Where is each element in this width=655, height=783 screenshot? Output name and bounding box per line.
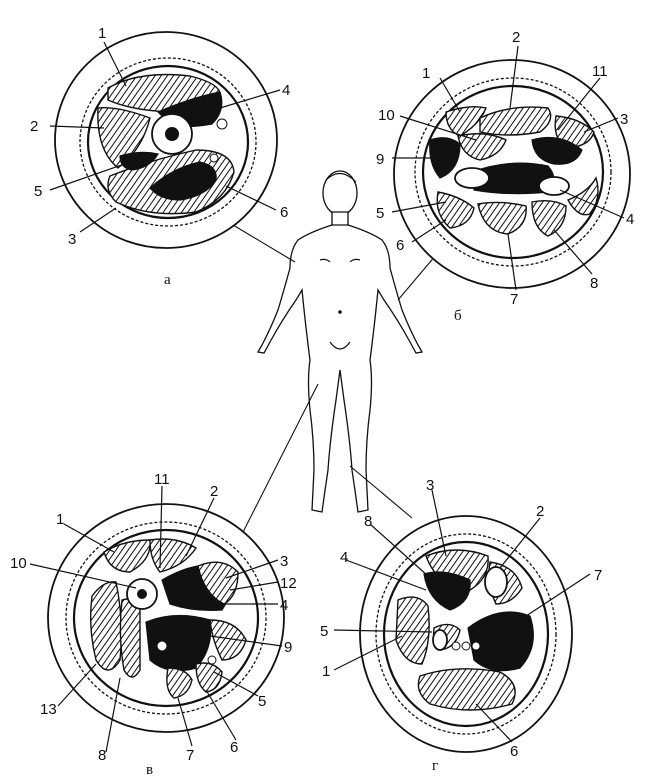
- caption-b: б: [454, 308, 462, 324]
- label-v-8: 8: [98, 747, 106, 764]
- leader-lines: [29, 41, 625, 753]
- label-v-12: 12: [280, 575, 297, 592]
- label-v-1: 1: [56, 511, 64, 528]
- label-a-2: 2: [30, 118, 38, 135]
- label-a-5: 5: [34, 183, 42, 200]
- label-a-1: 1: [98, 25, 106, 42]
- label-b-8: 8: [590, 275, 598, 292]
- label-v-3: 3: [280, 553, 288, 570]
- label-v-4: 4: [280, 597, 288, 614]
- label-b-9: 9: [376, 151, 384, 168]
- label-a-6: 6: [280, 204, 288, 221]
- label-v-9: 9: [284, 639, 292, 656]
- label-g-6: 6: [510, 743, 518, 760]
- label-b-3: 3: [620, 111, 628, 128]
- label-a-3: 3: [68, 231, 76, 248]
- connector-lines: [227, 221, 437, 543]
- label-v-2: 2: [210, 483, 218, 500]
- label-g-3: 3: [426, 477, 434, 494]
- label-b-10: 10: [378, 107, 395, 124]
- label-v-11: 11: [154, 471, 170, 488]
- section-g-lower-leg: [359, 515, 573, 753]
- label-b-1: 1: [422, 65, 430, 82]
- human-body-outline: [256, 170, 424, 513]
- label-b-2: 2: [512, 29, 520, 46]
- label-b-4: 4: [626, 211, 634, 228]
- label-g-5: 5: [320, 623, 328, 640]
- label-v-10: 10: [10, 555, 27, 572]
- label-g-1: 1: [322, 663, 330, 680]
- section-a-labels: 1 2 3 4 5 6 а: [30, 25, 290, 288]
- label-v-5: 5: [258, 693, 266, 710]
- label-g-4: 4: [340, 549, 348, 566]
- label-b-11: 11: [592, 63, 608, 80]
- caption-a: а: [164, 272, 171, 288]
- section-a-upper-arm: [54, 31, 278, 249]
- label-v-13: 13: [40, 701, 57, 718]
- section-v-thigh: [47, 503, 285, 733]
- label-b-5: 5: [376, 205, 384, 222]
- caption-v: в: [146, 762, 153, 778]
- section-b-labels: 1 2 3 4 5 6 7 8 9 10 11 б: [376, 29, 634, 324]
- label-v-7: 7: [186, 747, 194, 764]
- label-b-6: 6: [396, 237, 404, 254]
- section-v-labels: 1 2 3 4 5 6 7 8 9 10 11 12 13 в: [10, 471, 297, 778]
- label-g-2: 2: [536, 503, 544, 520]
- label-a-4: 4: [282, 82, 290, 99]
- label-v-6: 6: [230, 739, 238, 756]
- label-g-7: 7: [594, 567, 602, 584]
- section-b-forearm: [393, 59, 631, 289]
- caption-g: г: [432, 758, 438, 774]
- label-g-8: 8: [364, 513, 372, 530]
- label-b-7: 7: [510, 291, 518, 308]
- section-g-labels: 1 2 3 4 5 6 7 8 г: [320, 477, 602, 774]
